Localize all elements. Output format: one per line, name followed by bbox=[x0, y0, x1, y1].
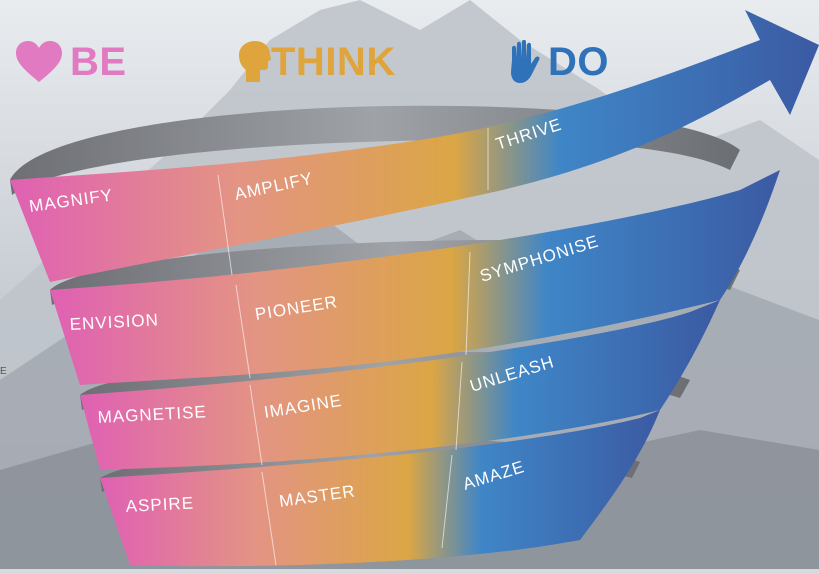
hand-icon bbox=[506, 39, 544, 89]
heart-shape bbox=[16, 41, 62, 82]
head-icon bbox=[238, 40, 272, 89]
band-label-aspire: ASPIRE bbox=[125, 493, 194, 516]
legend-label-be: BE bbox=[70, 40, 127, 84]
band-second bbox=[50, 170, 780, 385]
coil-bands bbox=[10, 10, 819, 567]
band-top bbox=[10, 10, 819, 282]
hand-shape bbox=[511, 39, 540, 83]
band-dividers bbox=[217, 128, 489, 566]
head-shape bbox=[239, 41, 271, 82]
divider bbox=[217, 174, 233, 276]
divider bbox=[235, 284, 251, 379]
edge-text: E bbox=[0, 366, 7, 377]
divider bbox=[261, 471, 277, 566]
heart-icon bbox=[14, 40, 64, 89]
legend-label-do: DO bbox=[548, 40, 609, 84]
divider bbox=[465, 251, 471, 356]
band-label-envision: ENVISION bbox=[69, 310, 159, 334]
divider bbox=[441, 454, 453, 549]
divider bbox=[249, 384, 263, 466]
divider bbox=[455, 361, 463, 451]
band-bottom bbox=[100, 410, 660, 567]
legend-label-think: THINK bbox=[271, 40, 396, 84]
band-third bbox=[80, 300, 720, 470]
